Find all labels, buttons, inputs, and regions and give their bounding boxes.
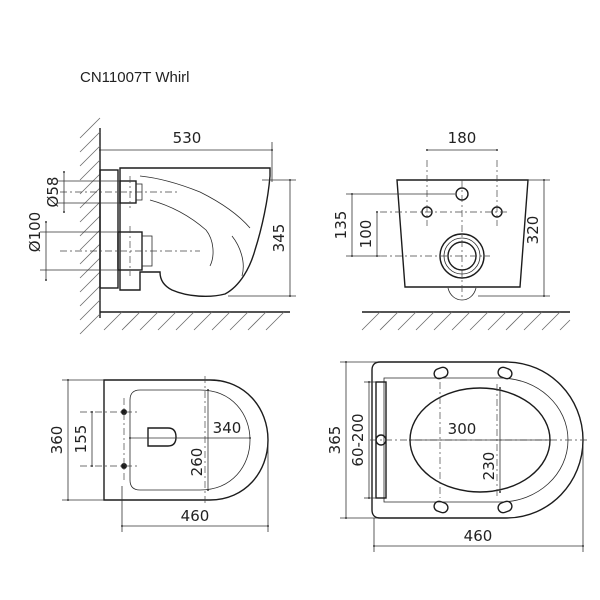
bumper-4 (497, 500, 513, 514)
opening-width-label: 230 (480, 452, 498, 481)
small-pipe-label: Ø58 (44, 177, 62, 208)
large-pipe-label: Ø100 (26, 212, 44, 252)
top-bolt-2 (121, 463, 127, 469)
top-bolt-1 (121, 409, 127, 415)
seat-outline (371, 361, 584, 519)
front-dim-100-label: 100 (357, 220, 375, 249)
toilet-front-body (396, 179, 529, 288)
top-depth-label: 360 (48, 426, 66, 455)
top-inner-depth-label: 155 (72, 425, 90, 454)
bowl-opening (129, 389, 251, 491)
seat-view: 300 230 365 60-200 460 (326, 361, 590, 552)
front-width-label: 180 (448, 129, 477, 147)
opening-length-label: 300 (448, 420, 477, 438)
front-view: 180 135 100 320 (332, 129, 571, 331)
flush-outlet (147, 427, 177, 447)
bumper-1 (433, 366, 449, 380)
top-length-label: 460 (181, 507, 210, 525)
side-width-label: 530 (173, 129, 202, 147)
bowl-width-label: 260 (188, 448, 206, 477)
seat-length-label: 460 (464, 527, 493, 545)
floor-hatch (100, 311, 290, 331)
front-floor-hatch (361, 311, 571, 331)
hinge-range-label: 60-200 (349, 413, 367, 466)
bowl-length-label: 340 (213, 419, 242, 437)
wall-hatch (79, 117, 101, 335)
front-height-label: 320 (524, 216, 542, 245)
side-height-label: 345 (270, 224, 288, 253)
seat-depth-label: 365 (326, 426, 344, 455)
bumper-3 (433, 500, 449, 514)
top-view: 340 260 360 155 460 (48, 376, 269, 532)
toilet-top-outline (103, 379, 269, 501)
side-view: 530 Ø58 Ø100 345 (26, 117, 296, 335)
mounting-plate (99, 169, 119, 289)
front-dim-135-label: 135 (332, 211, 350, 240)
drawing-title: CN11007T Whirl (80, 69, 189, 86)
toilet-side-profile (119, 167, 271, 298)
bumper-2 (497, 366, 513, 380)
